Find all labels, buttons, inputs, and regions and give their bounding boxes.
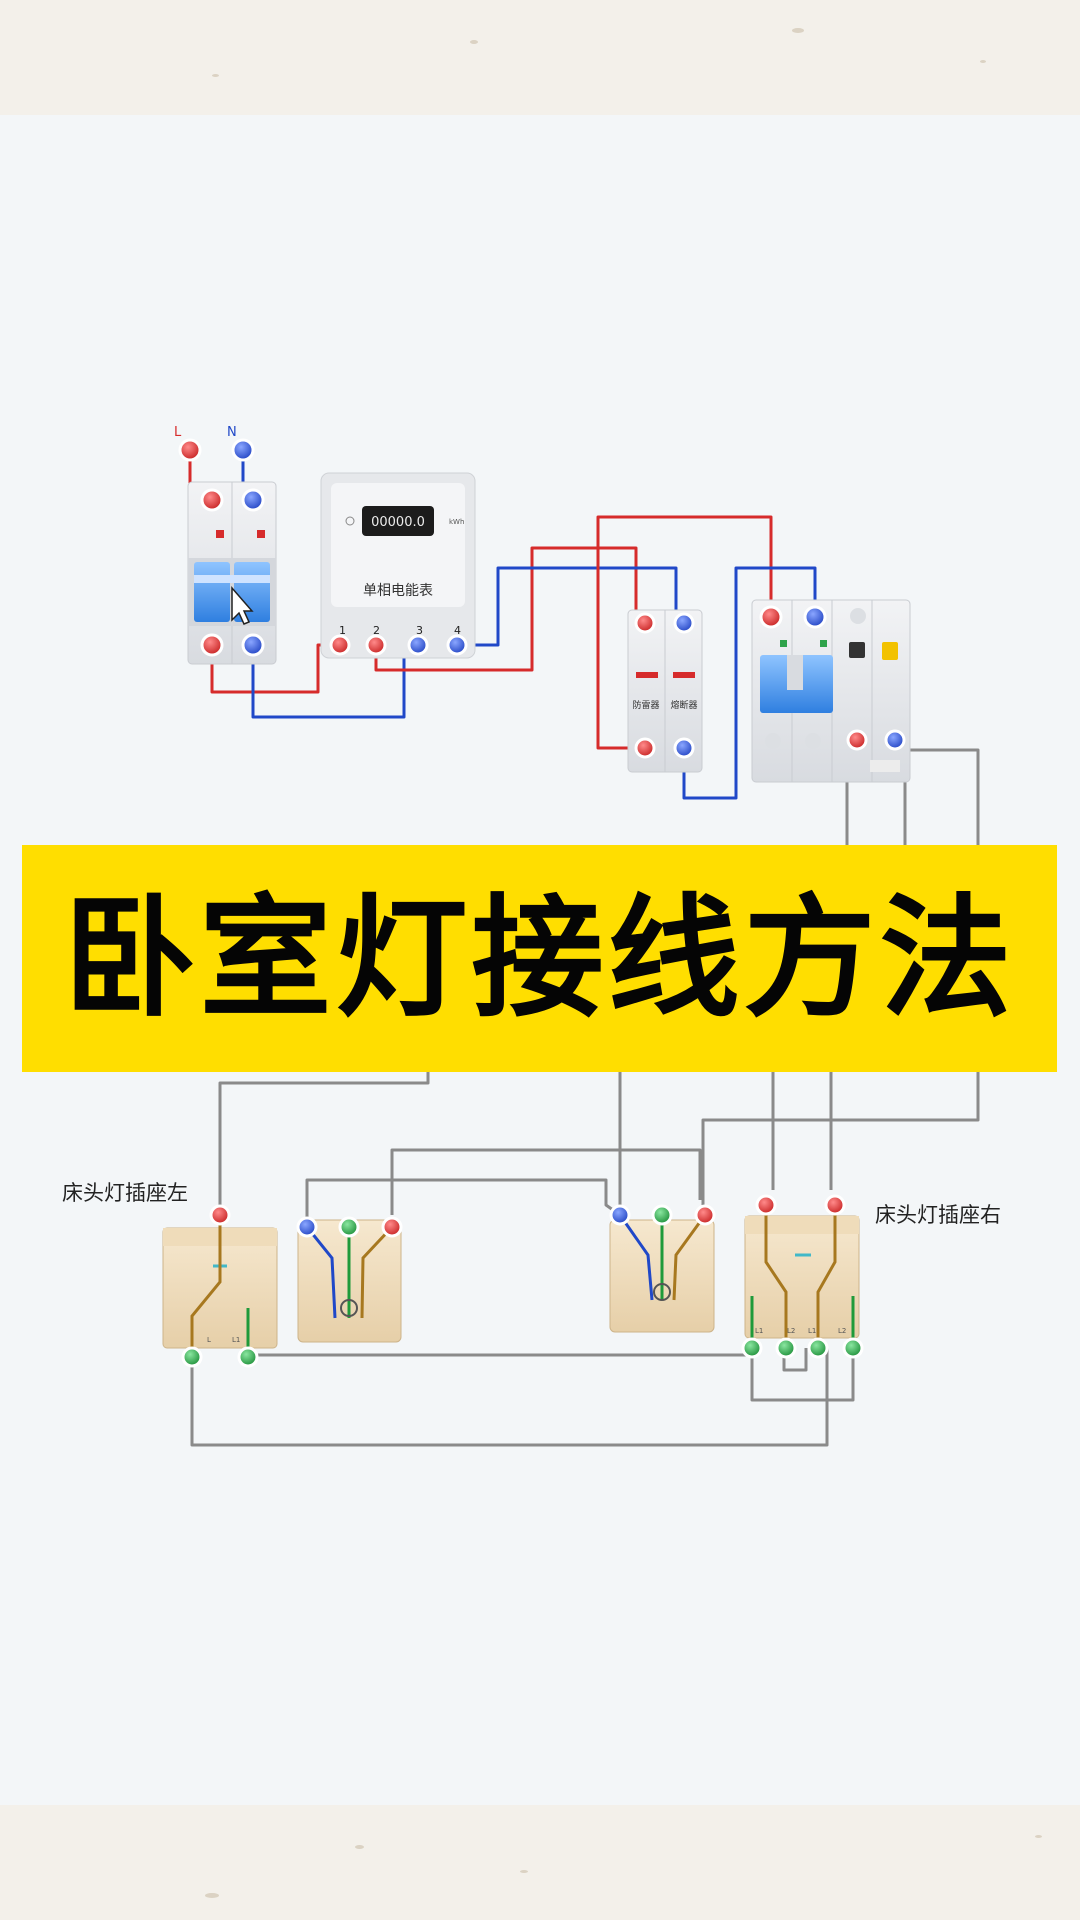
neutral-label: N: [227, 425, 237, 440]
bedside-left-label: 床头灯插座左: [62, 1181, 188, 1205]
wire-traveler-bottom: [190, 1348, 829, 1447]
rcbo-breaker: [751, 599, 911, 783]
live-label: L: [174, 425, 182, 440]
svg-text:L: L: [207, 1336, 211, 1344]
meter-terminal-3: 3: [416, 624, 423, 637]
protector-module: 防雷器 熔断器: [627, 609, 703, 773]
breaker-in-live: [200, 488, 224, 512]
svg-text:L2: L2: [838, 1327, 846, 1335]
page-title: 卧室灯接线方法: [63, 881, 1016, 1036]
breaker-out-live: [200, 633, 224, 657]
neutral-input-terminal: [231, 438, 255, 462]
live-input-terminal: [178, 438, 202, 462]
svg-text:L2: L2: [787, 1327, 795, 1335]
svg-text:L1: L1: [232, 1336, 240, 1344]
svg-text:L1: L1: [808, 1327, 816, 1335]
left-bedside-socket: [296, 1216, 403, 1343]
meter-display: [362, 506, 434, 536]
warning-icon: [882, 642, 898, 660]
wire-socket-neutral-link: [305, 1178, 621, 1227]
svg-text:L1: L1: [755, 1327, 763, 1335]
main-breaker: [187, 481, 277, 665]
meter-terminal-4: 4: [454, 624, 461, 637]
neutral-meter-protector-wire: [457, 566, 678, 647]
protector-left-label: 防雷器: [632, 699, 659, 711]
meter-led-icon: [345, 516, 355, 526]
input-terminals: L N: [174, 425, 255, 462]
breaker-in-neutral: [241, 488, 265, 512]
meter-unit: kWh: [449, 518, 464, 526]
paper-texture-top: [0, 0, 1080, 115]
wire-right-socket-live: [701, 1072, 980, 1215]
right-bedside-socket: [609, 1204, 716, 1333]
meter-name: 单相电能表: [363, 583, 433, 599]
left-bedside-switch: L L1: [162, 1204, 278, 1368]
test-button: [849, 642, 865, 658]
neutral-protector-rcbo-wire: [682, 566, 817, 800]
cursor-icon: [231, 585, 254, 625]
wire-right-switch-loop: [782, 1348, 808, 1372]
live-meter-protector-wire: [374, 546, 638, 672]
wire-socket-live-link: [390, 1148, 702, 1215]
breaker-out-neutral: [241, 633, 265, 657]
bedside-right-label: 床头灯插座右: [875, 1203, 1001, 1227]
live-protector-rcbo-wire: [596, 515, 773, 750]
right-bedside-switch: L1 L2 L1 L2: [741, 1194, 864, 1359]
wire-right-switch-bridge: [750, 1348, 855, 1402]
meter-reading: 00000.0: [371, 515, 425, 530]
paper-texture-bottom: [0, 1805, 1080, 1920]
control-wires: [190, 1072, 980, 1447]
energy-meter: 00000.0 kWh 单相电能表 1 2 3 4: [320, 472, 476, 659]
title-banner: 卧室灯接线方法: [22, 845, 1057, 1072]
meter-terminal-2: 2: [373, 624, 380, 637]
protector-right-label: 熔断器: [670, 699, 697, 711]
meter-terminal-1: 1: [339, 624, 346, 637]
wire-left-switch-feed: [218, 1072, 430, 1215]
